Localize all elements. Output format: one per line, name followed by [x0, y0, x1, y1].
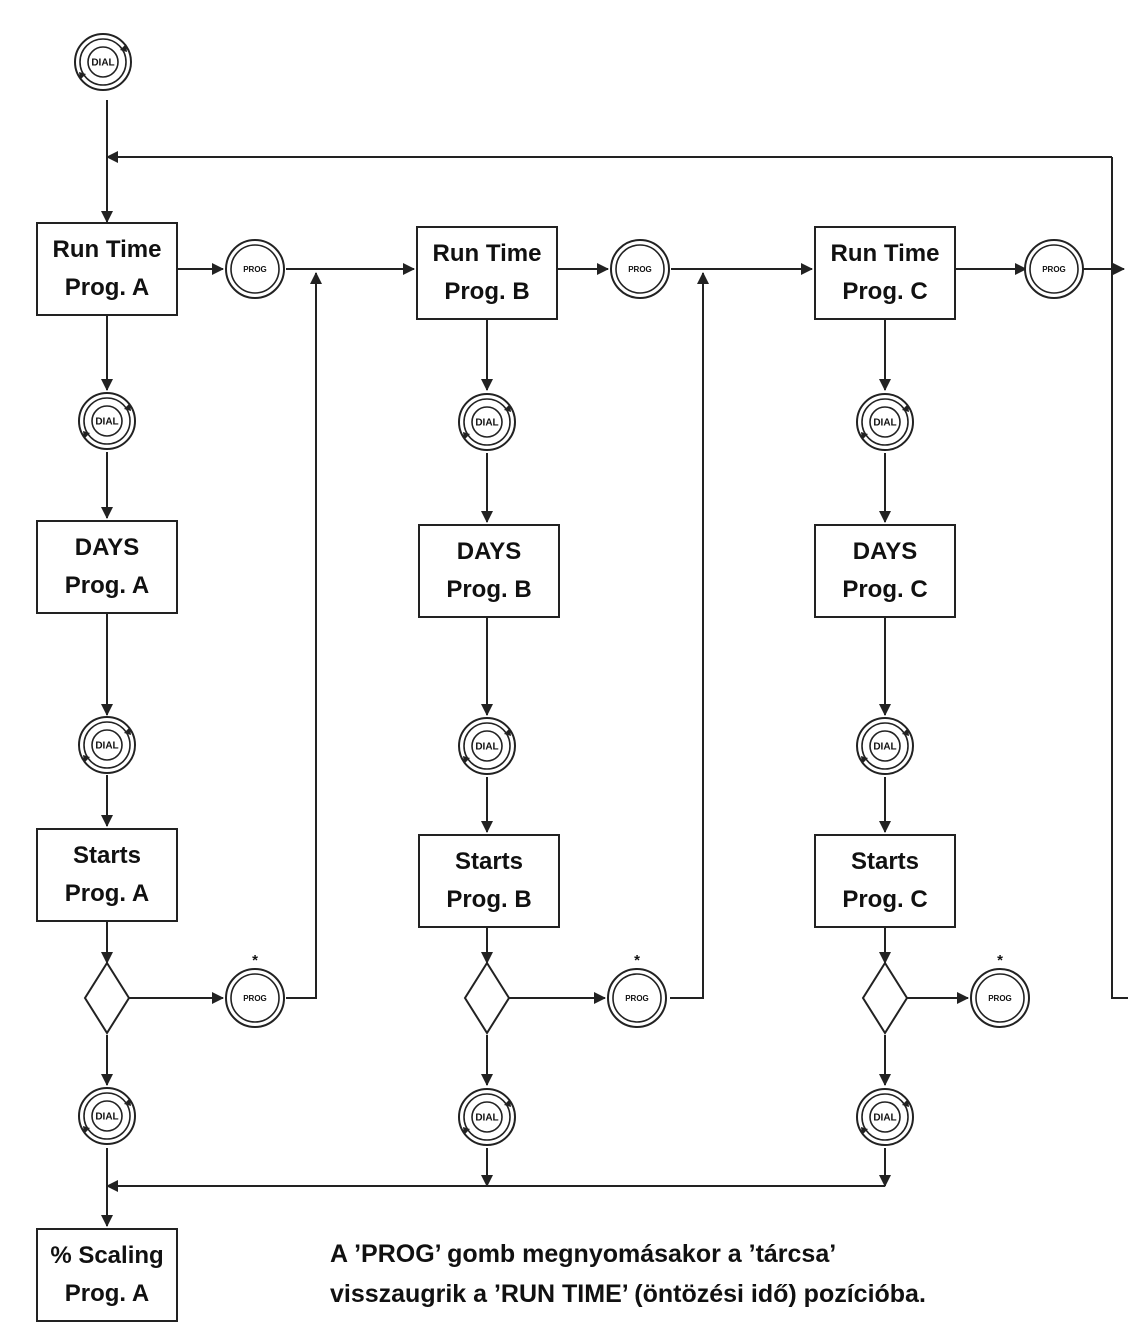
days-prog-b-line2: Prog. B — [446, 576, 532, 603]
prog-label: PROG — [243, 994, 267, 1003]
prog-label: PROG — [1042, 265, 1066, 274]
prog-button-a-top: PROG — [225, 239, 285, 299]
prog-button-b-bottom: PROG * — [607, 952, 667, 1028]
arrow-prog-a-loop-up — [286, 272, 322, 999]
days-prog-b-line1: DAYS — [456, 538, 522, 565]
runtime-prog-c-line1: Run Time — [830, 240, 940, 267]
dial-button-start: DIAL — [74, 33, 132, 91]
dial-label: DIAL — [873, 418, 896, 429]
dial-button-a2: DIAL — [78, 716, 136, 774]
starts-prog-a-box: Starts Prog. A — [36, 828, 178, 922]
runtime-prog-a-box: Run Time Prog. A — [36, 222, 178, 316]
runtime-prog-b-line1: Run Time — [432, 240, 542, 267]
asterisk-mark: * — [634, 952, 640, 969]
dial-label: DIAL — [475, 418, 498, 429]
dial-label: DIAL — [475, 742, 498, 753]
starts-prog-a-line1: Starts — [72, 842, 142, 869]
dial-button-b3: DIAL — [458, 1088, 516, 1146]
decisions — [83, 961, 909, 1035]
runtime-prog-b-line2: Prog. B — [444, 278, 530, 305]
days-prog-b-box: DAYS Prog. B — [418, 524, 560, 618]
dial-button-a1: DIAL — [78, 392, 136, 450]
asterisk-mark: * — [997, 952, 1003, 969]
prog-label: PROG — [988, 994, 1012, 1003]
prog-button-c-top: PROG — [1024, 239, 1084, 299]
days-prog-c-box: DAYS Prog. C — [814, 524, 956, 618]
dial-label: DIAL — [95, 741, 118, 752]
days-prog-a-line1: DAYS — [74, 534, 140, 561]
prog-label: PROG — [243, 265, 267, 274]
dial-label: DIAL — [95, 417, 118, 428]
scaling-prog-a-line1: % Scaling — [50, 1242, 164, 1269]
scaling-prog-a-box: % Scaling Prog. A — [36, 1228, 178, 1322]
starts-prog-c-line1: Starts — [850, 848, 920, 875]
prog-button-c-bottom: PROG * — [970, 952, 1030, 1028]
decision-diamond-c — [861, 961, 909, 1035]
runtime-prog-b-box: Run Time Prog. B — [416, 226, 558, 320]
starts-prog-b-line2: Prog. B — [446, 886, 532, 913]
days-prog-a-box: DAYS Prog. A — [36, 520, 178, 614]
dial-label: DIAL — [873, 742, 896, 753]
runtime-prog-c-box: Run Time Prog. C — [814, 226, 956, 320]
dial-label: DIAL — [91, 58, 114, 69]
dial-button-c3: DIAL — [856, 1088, 914, 1146]
runtime-prog-c-line2: Prog. C — [842, 278, 928, 305]
starts-prog-c-line2: Prog. C — [842, 886, 928, 913]
arrow-prog-b-loop-up — [670, 272, 709, 999]
dial-button-c2: DIAL — [856, 717, 914, 775]
footnote: A ’PROG’ gomb megnyomásakor a ’tárcsa’ v… — [330, 1234, 926, 1314]
dial-button-b2: DIAL — [458, 717, 516, 775]
days-prog-a-line2: Prog. A — [64, 572, 150, 599]
prog-button-a-bottom: PROG * — [225, 952, 285, 1028]
footnote-line1: A ’PROG’ gomb megnyomásakor a ’tárcsa’ — [330, 1240, 837, 1268]
days-prog-c-line2: Prog. C — [842, 576, 928, 603]
connectors — [101, 100, 1128, 1227]
decision-diamond-a — [83, 961, 131, 1035]
dial-label: DIAL — [873, 1113, 896, 1124]
starts-prog-b-line1: Starts — [454, 848, 524, 875]
loop-right-vertical — [1111, 157, 1128, 999]
runtime-prog-a-line2: Prog. A — [64, 274, 150, 301]
scaling-prog-a-line2: Prog. A — [64, 1280, 150, 1307]
dial-button-c1: DIAL — [856, 393, 914, 451]
dial-button-a3: DIAL — [78, 1087, 136, 1145]
days-prog-c-line1: DAYS — [852, 538, 918, 565]
starts-prog-b-box: Starts Prog. B — [418, 834, 560, 928]
starts-prog-c-box: Starts Prog. C — [814, 834, 956, 928]
dial-button-b1: DIAL — [458, 393, 516, 451]
runtime-prog-a-line1: Run Time — [52, 236, 162, 263]
decision-diamond-b — [463, 961, 511, 1035]
prog-label: PROG — [625, 994, 649, 1003]
footnote-line2: visszaugrik a ’RUN TIME’ (öntözési idő) … — [330, 1280, 926, 1308]
starts-prog-a-line2: Prog. A — [64, 880, 150, 907]
prog-label: PROG — [628, 265, 652, 274]
dial-label: DIAL — [95, 1112, 118, 1123]
prog-button-b-top: PROG — [610, 239, 670, 299]
buttons: DIAL DIAL DIAL DIAL DIAL DIAL DIAL DIAL DIAL DIAL… — [74, 33, 1084, 1146]
asterisk-mark: * — [252, 952, 258, 969]
dial-label: DIAL — [475, 1113, 498, 1124]
